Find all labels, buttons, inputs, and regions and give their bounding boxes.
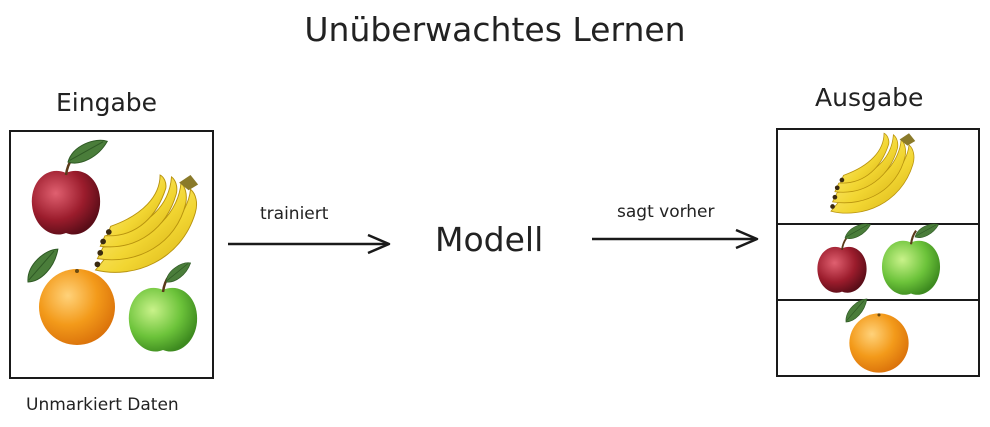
- diagram-title: Unüberwachtes Lernen: [304, 10, 686, 49]
- orange-icon: [39, 269, 115, 345]
- predict-arrow: [592, 228, 759, 250]
- green-apple-icon: [880, 229, 942, 296]
- train-arrow: [228, 233, 391, 255]
- green-apple-icon: [127, 274, 199, 353]
- model-node: Modell: [435, 220, 544, 259]
- red-apple-icon: [816, 237, 868, 294]
- banana-icon: [94, 174, 199, 273]
- output-label: Ausgabe: [815, 83, 924, 112]
- leaf-icon: [63, 135, 112, 168]
- input-caption: Unmarkiert Daten: [26, 395, 179, 415]
- red-apple-icon: [30, 157, 102, 236]
- orange-icon: [849, 313, 909, 373]
- leaf-icon: [161, 259, 195, 286]
- banana-icon: [829, 132, 916, 214]
- train-edge-label: trainiert: [260, 204, 329, 224]
- input-label: Eingabe: [56, 88, 158, 117]
- input-box: [9, 130, 214, 379]
- predict-edge-label: sagt vorher: [617, 202, 715, 222]
- output-box: [776, 128, 980, 377]
